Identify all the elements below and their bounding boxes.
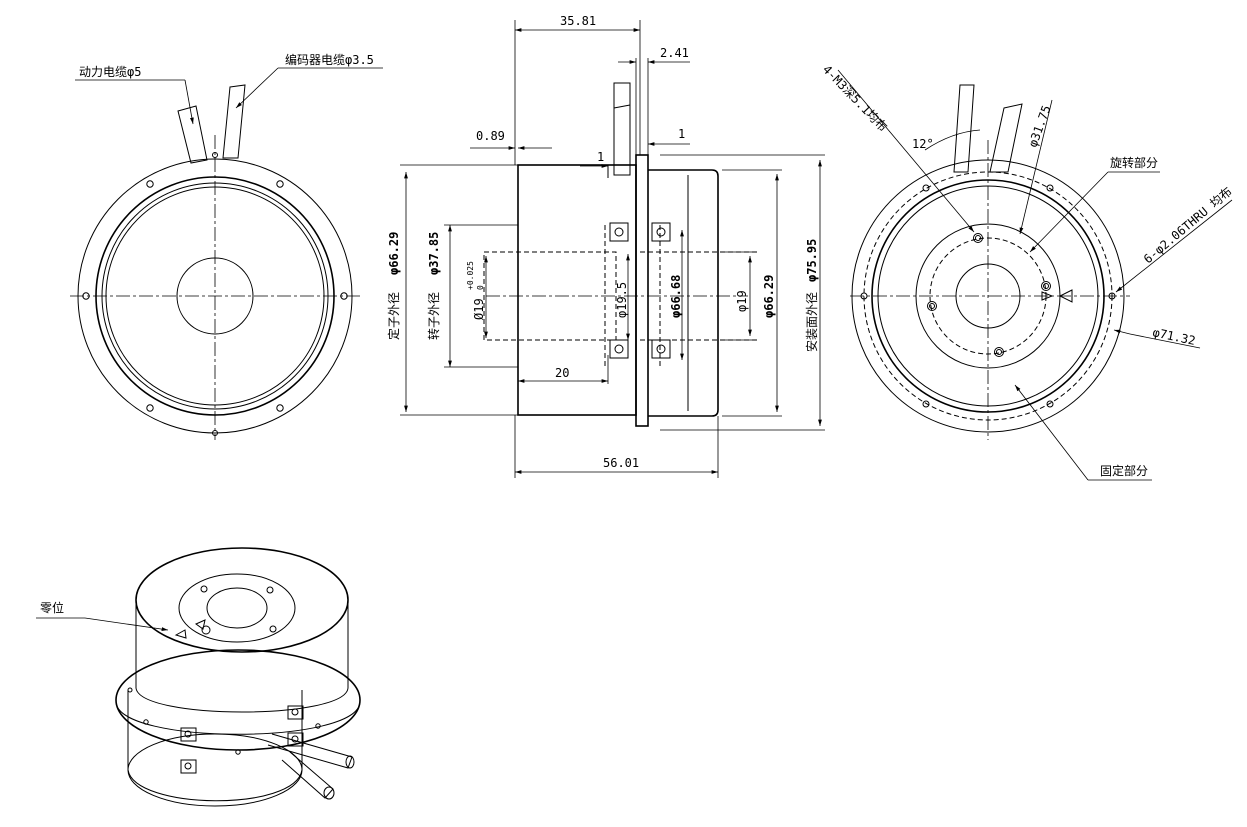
pcd-outer-label: φ71.32	[1151, 325, 1196, 348]
right-od: φ66.29	[762, 275, 776, 318]
dim-step-right: 1	[678, 127, 685, 141]
through-holes-label: 6-φ2.06THRU 均布	[1141, 184, 1235, 266]
side-cable-cut	[613, 104, 631, 109]
front-mount-holes	[82, 152, 348, 436]
tapped-holes-label: 4-M3深5.1均布	[820, 62, 890, 134]
right-bore: φ19	[735, 290, 749, 312]
iso-stator-body	[127, 690, 303, 802]
angle-12-label: 12°	[912, 137, 934, 151]
mount-od-value: φ75.95	[805, 239, 819, 282]
rear-zero-marks	[1041, 289, 1073, 303]
iso-top-ring	[178, 573, 296, 643]
fixed-part-label: 固定部分	[1100, 463, 1148, 478]
side-rotor-body	[648, 169, 719, 417]
rear-body-outer	[871, 179, 1105, 413]
dim-0-89: 0.89	[476, 129, 505, 143]
rotor-od-label: 转子外径	[426, 292, 441, 340]
front-bore	[176, 257, 254, 335]
iso-flange-bottom	[115, 701, 361, 735]
rear-body-inner	[877, 185, 1099, 407]
rear-pcd-circle	[863, 171, 1113, 421]
dim-step-left: 1	[597, 150, 604, 164]
side-view: 35.81 2.41 0.89 1 1 56.01 20 定子外径 φ66.29…	[386, 14, 825, 478]
iso-view: 零位	[36, 547, 361, 807]
rear-inner-pcd	[929, 237, 1047, 355]
rear-bore	[955, 263, 1021, 329]
dim-56-01: 56.01	[603, 456, 639, 470]
front-view: 动力电缆φ5 编码器电缆φ3.5	[70, 52, 383, 440]
encoder-cable-label: 编码器电缆φ3.5	[285, 52, 374, 67]
iso-bore	[206, 587, 268, 629]
iso-flange-holes	[127, 687, 321, 755]
iso-zero-mark-2	[194, 619, 206, 630]
iso-rotor-body	[135, 600, 349, 713]
front-body-inner	[101, 182, 329, 410]
iso-top-holes	[200, 585, 277, 635]
bore-tol-upper: +0.025	[466, 261, 475, 290]
rear-flange-outer	[851, 159, 1125, 433]
side-flange	[635, 154, 649, 427]
iso-screw-heads	[180, 705, 304, 774]
iso-rotor-top	[135, 547, 349, 653]
dim-20: 20	[555, 366, 569, 380]
side-cable	[613, 82, 631, 176]
side-hidden-bore	[483, 251, 617, 341]
rear-through-holes	[860, 184, 1116, 408]
rear-view: 4-M3深5.1均布 12° φ31.75 旋转部分 6-φ2.06THRU 均…	[820, 62, 1235, 481]
front-body-outer	[95, 176, 335, 416]
dim-2-41: 2.41	[660, 46, 689, 60]
front-face	[105, 186, 325, 406]
iso-zero-mark-1	[174, 629, 187, 639]
dim-35-81: 35.81	[560, 14, 596, 28]
rotating-part-label: 旋转部分	[1110, 155, 1158, 170]
pcd-inner-label: φ31.75	[1026, 103, 1054, 149]
front-flange-outer	[77, 158, 353, 434]
rear-cables	[953, 84, 1023, 173]
stator-od-value: φ66.29	[387, 232, 401, 275]
rear-tapped-holes	[927, 233, 1051, 357]
bore-dia: Ø19	[472, 298, 486, 320]
iso-cables	[267, 733, 355, 800]
mid-dia: φ66.68	[669, 275, 683, 318]
iso-stator-bottom	[127, 733, 303, 807]
mount-od-label: 安装面外径	[804, 292, 819, 352]
power-cable-label: 动力电缆φ5	[79, 65, 141, 79]
stator-od-label: 定子外径	[386, 292, 401, 340]
zero-position-label: 零位	[40, 600, 64, 615]
rotor-od-value: φ37.85	[427, 232, 441, 275]
side-screw-heads	[609, 222, 671, 359]
encoder-cable-leader-arrow	[235, 67, 279, 109]
bore-tol-lower: 0	[476, 285, 485, 290]
inner-dia: φ19.5	[615, 282, 629, 318]
power-cable-leader-arrow	[184, 79, 194, 125]
